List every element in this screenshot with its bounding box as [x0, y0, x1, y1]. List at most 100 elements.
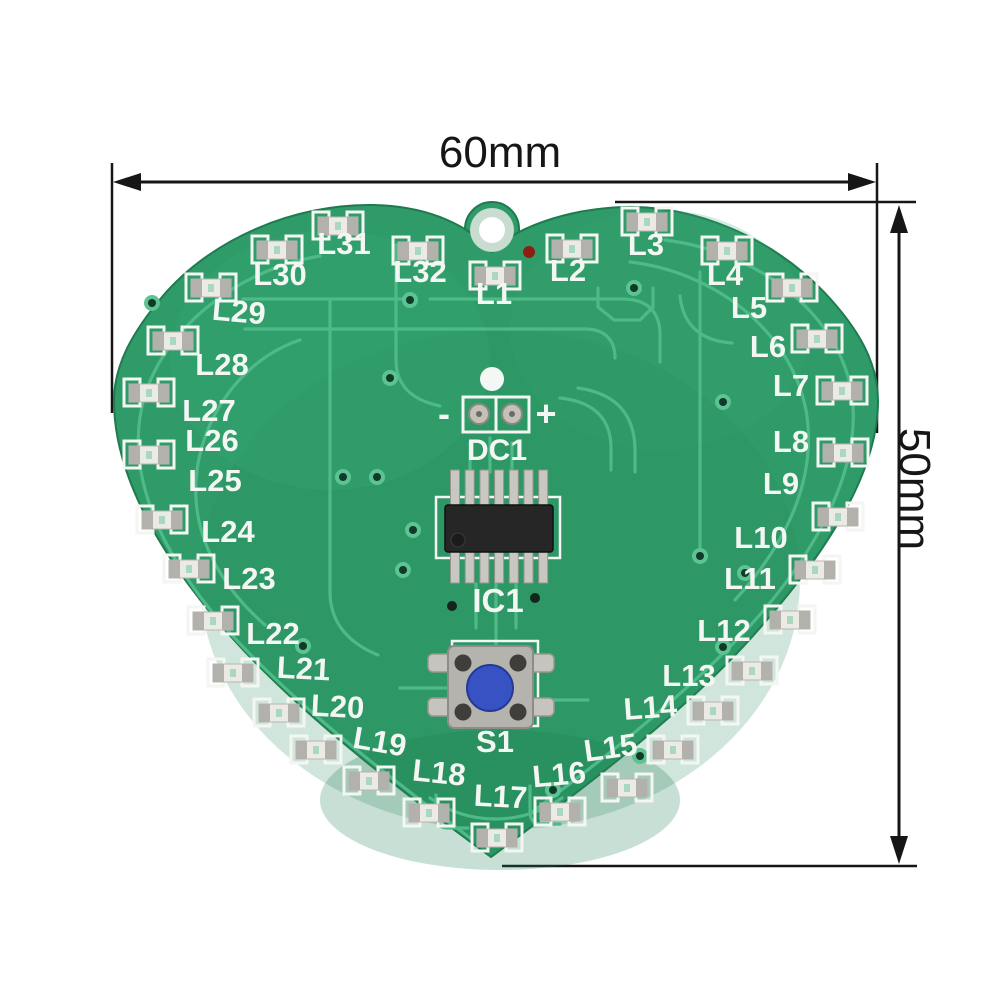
- led-die: [313, 746, 319, 754]
- ic-pin: [479, 469, 490, 508]
- led-label-L29: L29: [211, 292, 267, 332]
- led-L16: [533, 796, 587, 827]
- led-anode-cap: [222, 612, 233, 630]
- via-hole: [299, 642, 307, 650]
- led-label-L1: L1: [476, 276, 512, 311]
- led-cathode-cap: [693, 702, 704, 720]
- led-die: [724, 247, 730, 255]
- led-cathode-cap: [707, 242, 718, 260]
- via-hole: [719, 398, 727, 406]
- led-cathode-cap: [795, 561, 806, 579]
- led-L24: [162, 553, 216, 584]
- led-label-L23: L23: [222, 561, 275, 596]
- led-label-L28: L28: [195, 347, 248, 382]
- led-L26: [122, 439, 176, 470]
- via-hole: [148, 299, 156, 307]
- led-cathode-cap: [296, 741, 307, 759]
- led-cathode-cap: [349, 772, 360, 790]
- ic1-chip: IC1: [434, 469, 562, 619]
- led-cathode-cap: [213, 664, 224, 682]
- led-cathode-cap: [257, 241, 268, 259]
- led-label-L15: L15: [582, 727, 640, 769]
- led-L21: [252, 697, 306, 728]
- led-anode-cap: [242, 664, 253, 682]
- led-anode-cap: [288, 704, 299, 722]
- dimension-annotations: 60mm 50mm: [110, 128, 939, 868]
- via-hole: [636, 752, 644, 760]
- led-L10: [788, 554, 842, 585]
- led-cathode-cap: [129, 384, 140, 402]
- via-hole: [373, 473, 381, 481]
- led-label-L10: L10: [734, 520, 787, 555]
- led-cathode-cap: [409, 804, 420, 822]
- led-cathode-cap: [770, 611, 781, 629]
- led-L9: [811, 501, 865, 532]
- dc-negative-mark: -: [438, 393, 450, 434]
- led-label-L8: L8: [773, 424, 809, 459]
- led-L27: [122, 377, 176, 408]
- arrow-right-icon: [848, 173, 876, 191]
- led-cathode-cap: [822, 382, 833, 400]
- led-anode-cap: [325, 741, 336, 759]
- led-L14: [646, 734, 700, 765]
- led-anode-cap: [182, 332, 193, 350]
- led-anode-cap: [347, 217, 358, 235]
- led-L30: [250, 234, 304, 265]
- led-die: [159, 516, 165, 524]
- dc-positive-mark: +: [535, 393, 556, 434]
- led-L31: [311, 210, 365, 241]
- blue-button-cap: [466, 664, 514, 712]
- led-L7: [815, 375, 869, 406]
- led-anode-cap: [801, 279, 812, 297]
- led-cathode-cap: [259, 704, 270, 722]
- led-anode-cap: [799, 611, 810, 629]
- led-die: [494, 834, 500, 842]
- led-label-L26: L26: [185, 423, 238, 458]
- led-anode-cap: [158, 446, 169, 464]
- ic-pin: [523, 469, 534, 508]
- button-corner-dot: [454, 654, 472, 672]
- led-die: [230, 669, 236, 677]
- ic-pin: [450, 549, 460, 584]
- led-die: [274, 246, 280, 254]
- led-anode-cap: [569, 803, 580, 821]
- dc1-label: DC1: [467, 434, 527, 467]
- led-anode-cap: [581, 240, 592, 258]
- arrow-up-icon: [890, 205, 908, 233]
- led-cathode-cap: [477, 829, 488, 847]
- led-cathode-cap: [475, 267, 486, 285]
- led-label-L13: L13: [662, 658, 715, 693]
- led-anode-cap: [198, 560, 209, 578]
- height-dimension-label: 50mm: [890, 428, 939, 550]
- led-L19: [342, 765, 396, 796]
- led-cathode-cap: [818, 508, 829, 526]
- led-label-L16: L16: [531, 755, 587, 795]
- led-cathode-cap: [607, 779, 618, 797]
- button-corner-dot: [454, 703, 472, 721]
- led-anode-cap: [636, 779, 647, 797]
- led-cathode-cap: [153, 332, 164, 350]
- led-cathode-cap: [627, 213, 638, 231]
- led-L15: [600, 772, 654, 803]
- ic-pin: [508, 469, 519, 508]
- led-cathode-cap: [129, 446, 140, 464]
- mounting-hole: [470, 208, 514, 252]
- led-die: [335, 222, 341, 230]
- led-die: [210, 617, 216, 625]
- ic-pin: [508, 549, 519, 584]
- red-via: [523, 246, 535, 258]
- led-die: [426, 809, 432, 817]
- led-die: [186, 565, 192, 573]
- dark-via: [530, 593, 540, 603]
- led-label-L9: L9: [763, 466, 799, 501]
- led-die: [146, 389, 152, 397]
- ic-pin: [538, 549, 549, 584]
- led-anode-cap: [286, 241, 297, 259]
- led-die: [670, 746, 676, 754]
- ic-body: [444, 504, 554, 553]
- led-cathode-cap: [772, 279, 783, 297]
- led-die: [624, 784, 630, 792]
- ic-pin: [494, 549, 505, 584]
- led-cathode-cap: [732, 662, 743, 680]
